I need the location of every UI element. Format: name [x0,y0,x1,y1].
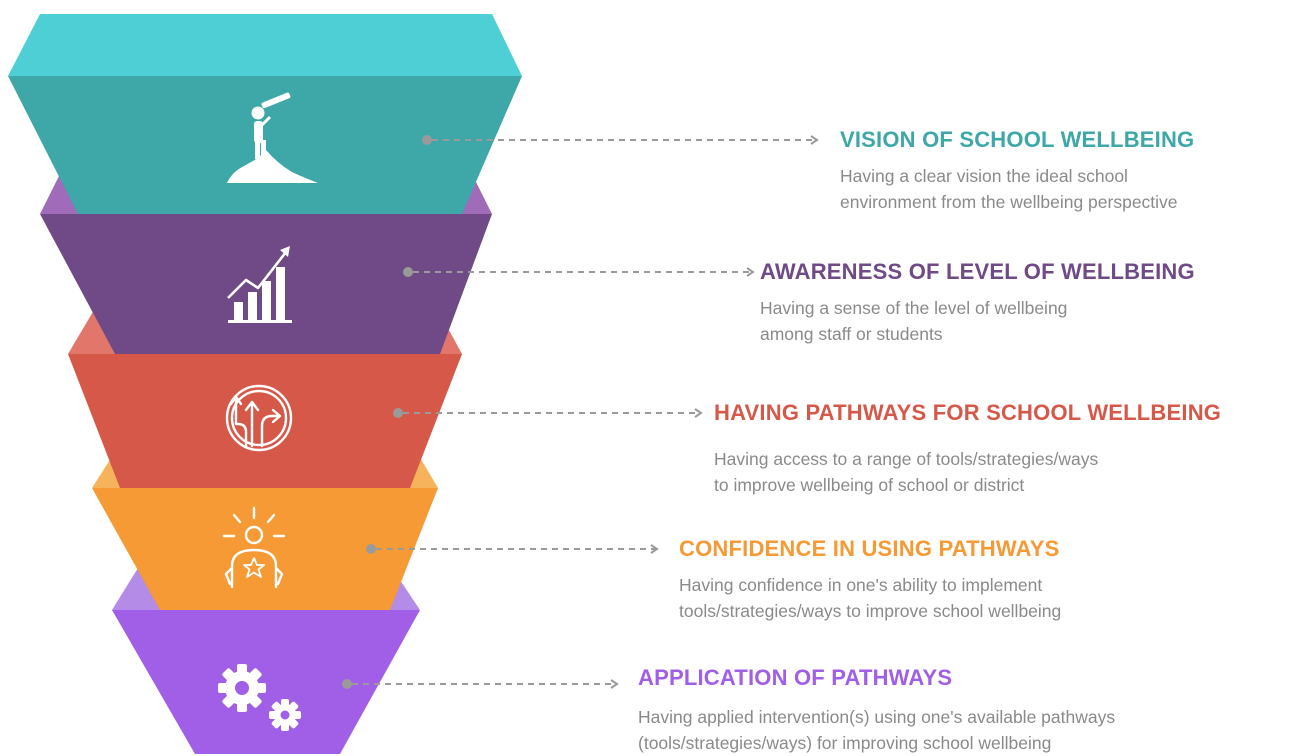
stage-application-title: APPLICATION OF PATHWAYS [638,665,953,690]
connector-application [342,679,619,689]
stage-application-desc-line-2: (tools/strategies/ways) for improving sc… [638,733,1052,753]
stage-awareness-desc-line-1: Having a sense of the level of wellbeing [760,298,1068,318]
connector-confidence [366,544,659,554]
funnel-stage-application-body [112,610,420,754]
stage-awareness-desc-line-2: among staff or students [760,324,943,344]
stage-vision-desc-line-1: Having a clear vision the ideal school [840,166,1128,186]
stage-application-description: Having applied intervention(s) using one… [638,704,1115,756]
stage-application-desc-line-1: Having applied intervention(s) using one… [638,707,1116,727]
confident-person-icon [222,506,286,589]
stage-application-text: APPLICATION OF PATHWAYS Having applied i… [638,665,1115,756]
connector-vision [422,135,819,145]
stage-confidence-text: CONFIDENCE IN USING PATHWAYS Having conf… [679,536,1061,624]
stage-pathways-description: Having access to a range of tools/strate… [714,446,1221,498]
telescope-person-icon [227,92,318,183]
funnel-stage-vision [8,14,522,214]
stage-confidence-title: CONFIDENCE IN USING PATHWAYS [679,536,1060,561]
pathways-icon [225,384,293,452]
stage-confidence-description: Having confidence in one's ability to im… [679,572,1061,624]
gears-icon [218,664,301,731]
growth-chart-icon [227,246,292,323]
funnel-stage-vision-back [8,14,522,76]
stage-awareness-text: AWARENESS OF LEVEL OF WELLBEING Having a… [760,259,1195,347]
connector-awareness [403,267,755,277]
stage-awareness-description: Having a sense of the level of wellbeing… [760,295,1195,347]
connector-pathways [393,408,703,418]
stage-pathways-desc-line-1: Having access to a range of tools/strate… [714,449,1099,469]
stage-vision-description: Having a clear vision the ideal school e… [840,163,1194,215]
stage-pathways-text: HAVING PATHWAYS FOR SCHOOL WELLBEING Hav… [714,400,1221,498]
stage-vision-desc-line-2: environment from the wellbeing perspecti… [840,192,1178,212]
funnel-stage-confidence-body [92,488,438,610]
stage-vision-title: VISION OF SCHOOL WELLBEING [840,127,1195,152]
stage-vision-text: VISION OF SCHOOL WELLBEING Having a clea… [840,127,1194,215]
stage-pathways-desc-line-2: to improve wellbeing of school or distri… [714,475,1025,495]
stage-pathways-title: HAVING PATHWAYS FOR SCHOOL WELLBEING [714,400,1222,425]
stage-awareness-title: AWARENESS OF LEVEL OF WELLBEING [760,259,1195,284]
stage-confidence-desc-line-2: tools/strategies/ways to improve school … [679,601,1062,621]
funnel-stage-pathways-body [68,354,462,488]
stage-confidence-desc-line-1: Having confidence in one's ability to im… [679,575,1043,595]
